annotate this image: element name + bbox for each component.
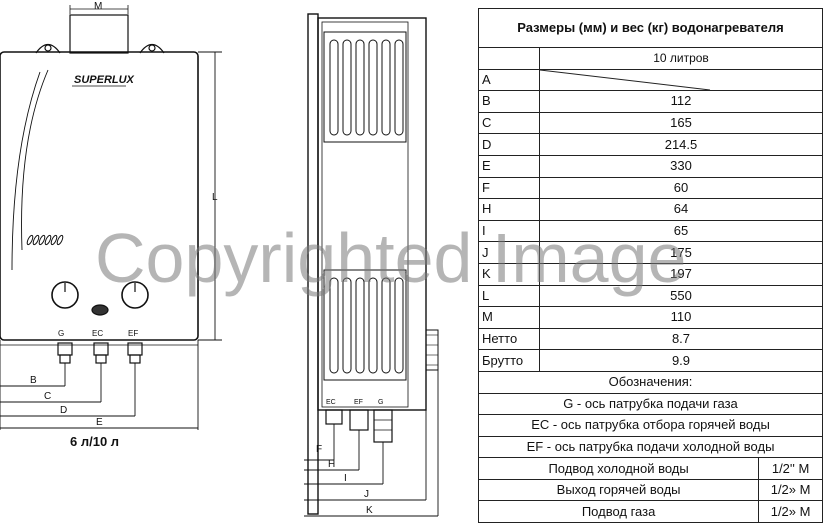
row-label: L xyxy=(478,284,540,308)
model-caption: 6 л/10 л xyxy=(70,434,119,449)
right-knob xyxy=(121,281,149,309)
front-view: M SUPERLUX G EC EF xyxy=(0,1,222,449)
conn-label-ec: EC xyxy=(92,329,103,338)
legend-item: EC - ось патрубка отбора горячей воды xyxy=(478,414,823,437)
conn-label-ef: EF xyxy=(128,329,138,338)
side-dim-j: J xyxy=(364,489,369,500)
table-row: A xyxy=(478,68,823,92)
legend-item: EF - ось патрубка подачи холодной воды xyxy=(478,435,823,459)
spec-table: Размеры (мм) и вес (кг) водонагревателя … xyxy=(477,8,823,524)
row-value: 112 xyxy=(539,90,823,113)
legend-title: Обозначения: xyxy=(478,370,823,394)
legend-title-row: Обозначения: xyxy=(478,370,823,394)
side-view: EC EF G F H I J K xyxy=(304,13,439,517)
legend-row: G - ось патрубка подачи газа xyxy=(478,392,823,416)
row-value xyxy=(539,68,823,92)
dim-label-e: E xyxy=(96,417,103,428)
dim-label-m: M xyxy=(94,1,102,12)
row-value: 65 xyxy=(539,219,823,243)
row-label: Брутто xyxy=(478,349,540,372)
row-value: 175 xyxy=(539,241,823,264)
diagonal-line xyxy=(540,69,711,90)
conn-label-g: G xyxy=(58,329,64,338)
row-label: K xyxy=(478,262,540,286)
connection-label: Выход горячей воды xyxy=(477,478,760,502)
dim-label-l: L xyxy=(212,192,218,203)
side-conn-g: G xyxy=(378,399,383,406)
left-knob xyxy=(51,281,79,309)
table-title: Размеры (мм) и вес (кг) водонагревателя xyxy=(478,8,823,48)
display-window xyxy=(91,304,109,316)
row-value: 165 xyxy=(539,111,823,135)
row-label: C xyxy=(478,111,540,135)
row-value: 110 xyxy=(539,306,823,329)
row-label: I xyxy=(478,219,540,243)
row-value: 330 xyxy=(539,154,823,178)
row-label: E xyxy=(478,154,540,178)
side-conn-ef: EF xyxy=(354,399,363,406)
row-label: B xyxy=(478,90,540,113)
side-conn-ec: EC xyxy=(326,399,336,406)
connection-row: Выход горячей воды 1/2» М xyxy=(477,478,823,502)
connection-label: Подвод холодной воды xyxy=(477,457,760,480)
connection-row: Подвод газа 1/2» М xyxy=(477,500,823,524)
connection-value: 1/2» М xyxy=(758,478,823,502)
row-value: 9.9 xyxy=(539,349,823,372)
side-dim-f: F xyxy=(316,444,322,455)
side-dim-i: I xyxy=(344,473,347,484)
row-label: J xyxy=(478,241,540,264)
legend-item: G - ось патрубка подачи газа xyxy=(478,392,823,416)
row-value: 550 xyxy=(539,284,823,308)
row-label: M xyxy=(478,306,540,329)
dim-label-d: D xyxy=(60,405,67,416)
row-label: H xyxy=(478,198,540,221)
dim-label-c: C xyxy=(44,391,51,402)
connection-value: 1/2'' М xyxy=(758,457,823,480)
row-value: 8.7 xyxy=(539,327,823,351)
row-value: 197 xyxy=(539,262,823,286)
brand-logo: SUPERLUX xyxy=(74,74,135,86)
row-value: 214.5 xyxy=(539,133,823,156)
heater-body xyxy=(0,51,199,341)
legend-row: EC - ось патрубка отбора горячей воды xyxy=(478,414,823,437)
column-header: 10 литров xyxy=(539,47,823,70)
legend-row: EF - ось патрубка подачи холодной воды xyxy=(478,435,823,459)
connection-value: 1/2» М xyxy=(758,500,823,524)
row-value: 60 xyxy=(539,176,823,200)
connection-label: Подвод газа xyxy=(477,500,760,524)
side-dim-k: K xyxy=(366,505,373,516)
connection-row: Подвод холодной воды 1/2'' М xyxy=(477,457,823,480)
table-title-row: Размеры (мм) и вес (кг) водонагревателя xyxy=(478,8,823,48)
row-label: D xyxy=(478,133,540,156)
row-label: A xyxy=(478,68,540,92)
side-dim-h: H xyxy=(328,459,335,470)
row-label: F xyxy=(478,176,540,200)
technical-drawings: M SUPERLUX G EC EF xyxy=(0,1,439,517)
row-value: 64 xyxy=(539,198,823,221)
table-row: 10 литров xyxy=(478,47,823,70)
row-label: Нетто xyxy=(478,327,540,351)
dim-label-b: B xyxy=(30,375,37,386)
